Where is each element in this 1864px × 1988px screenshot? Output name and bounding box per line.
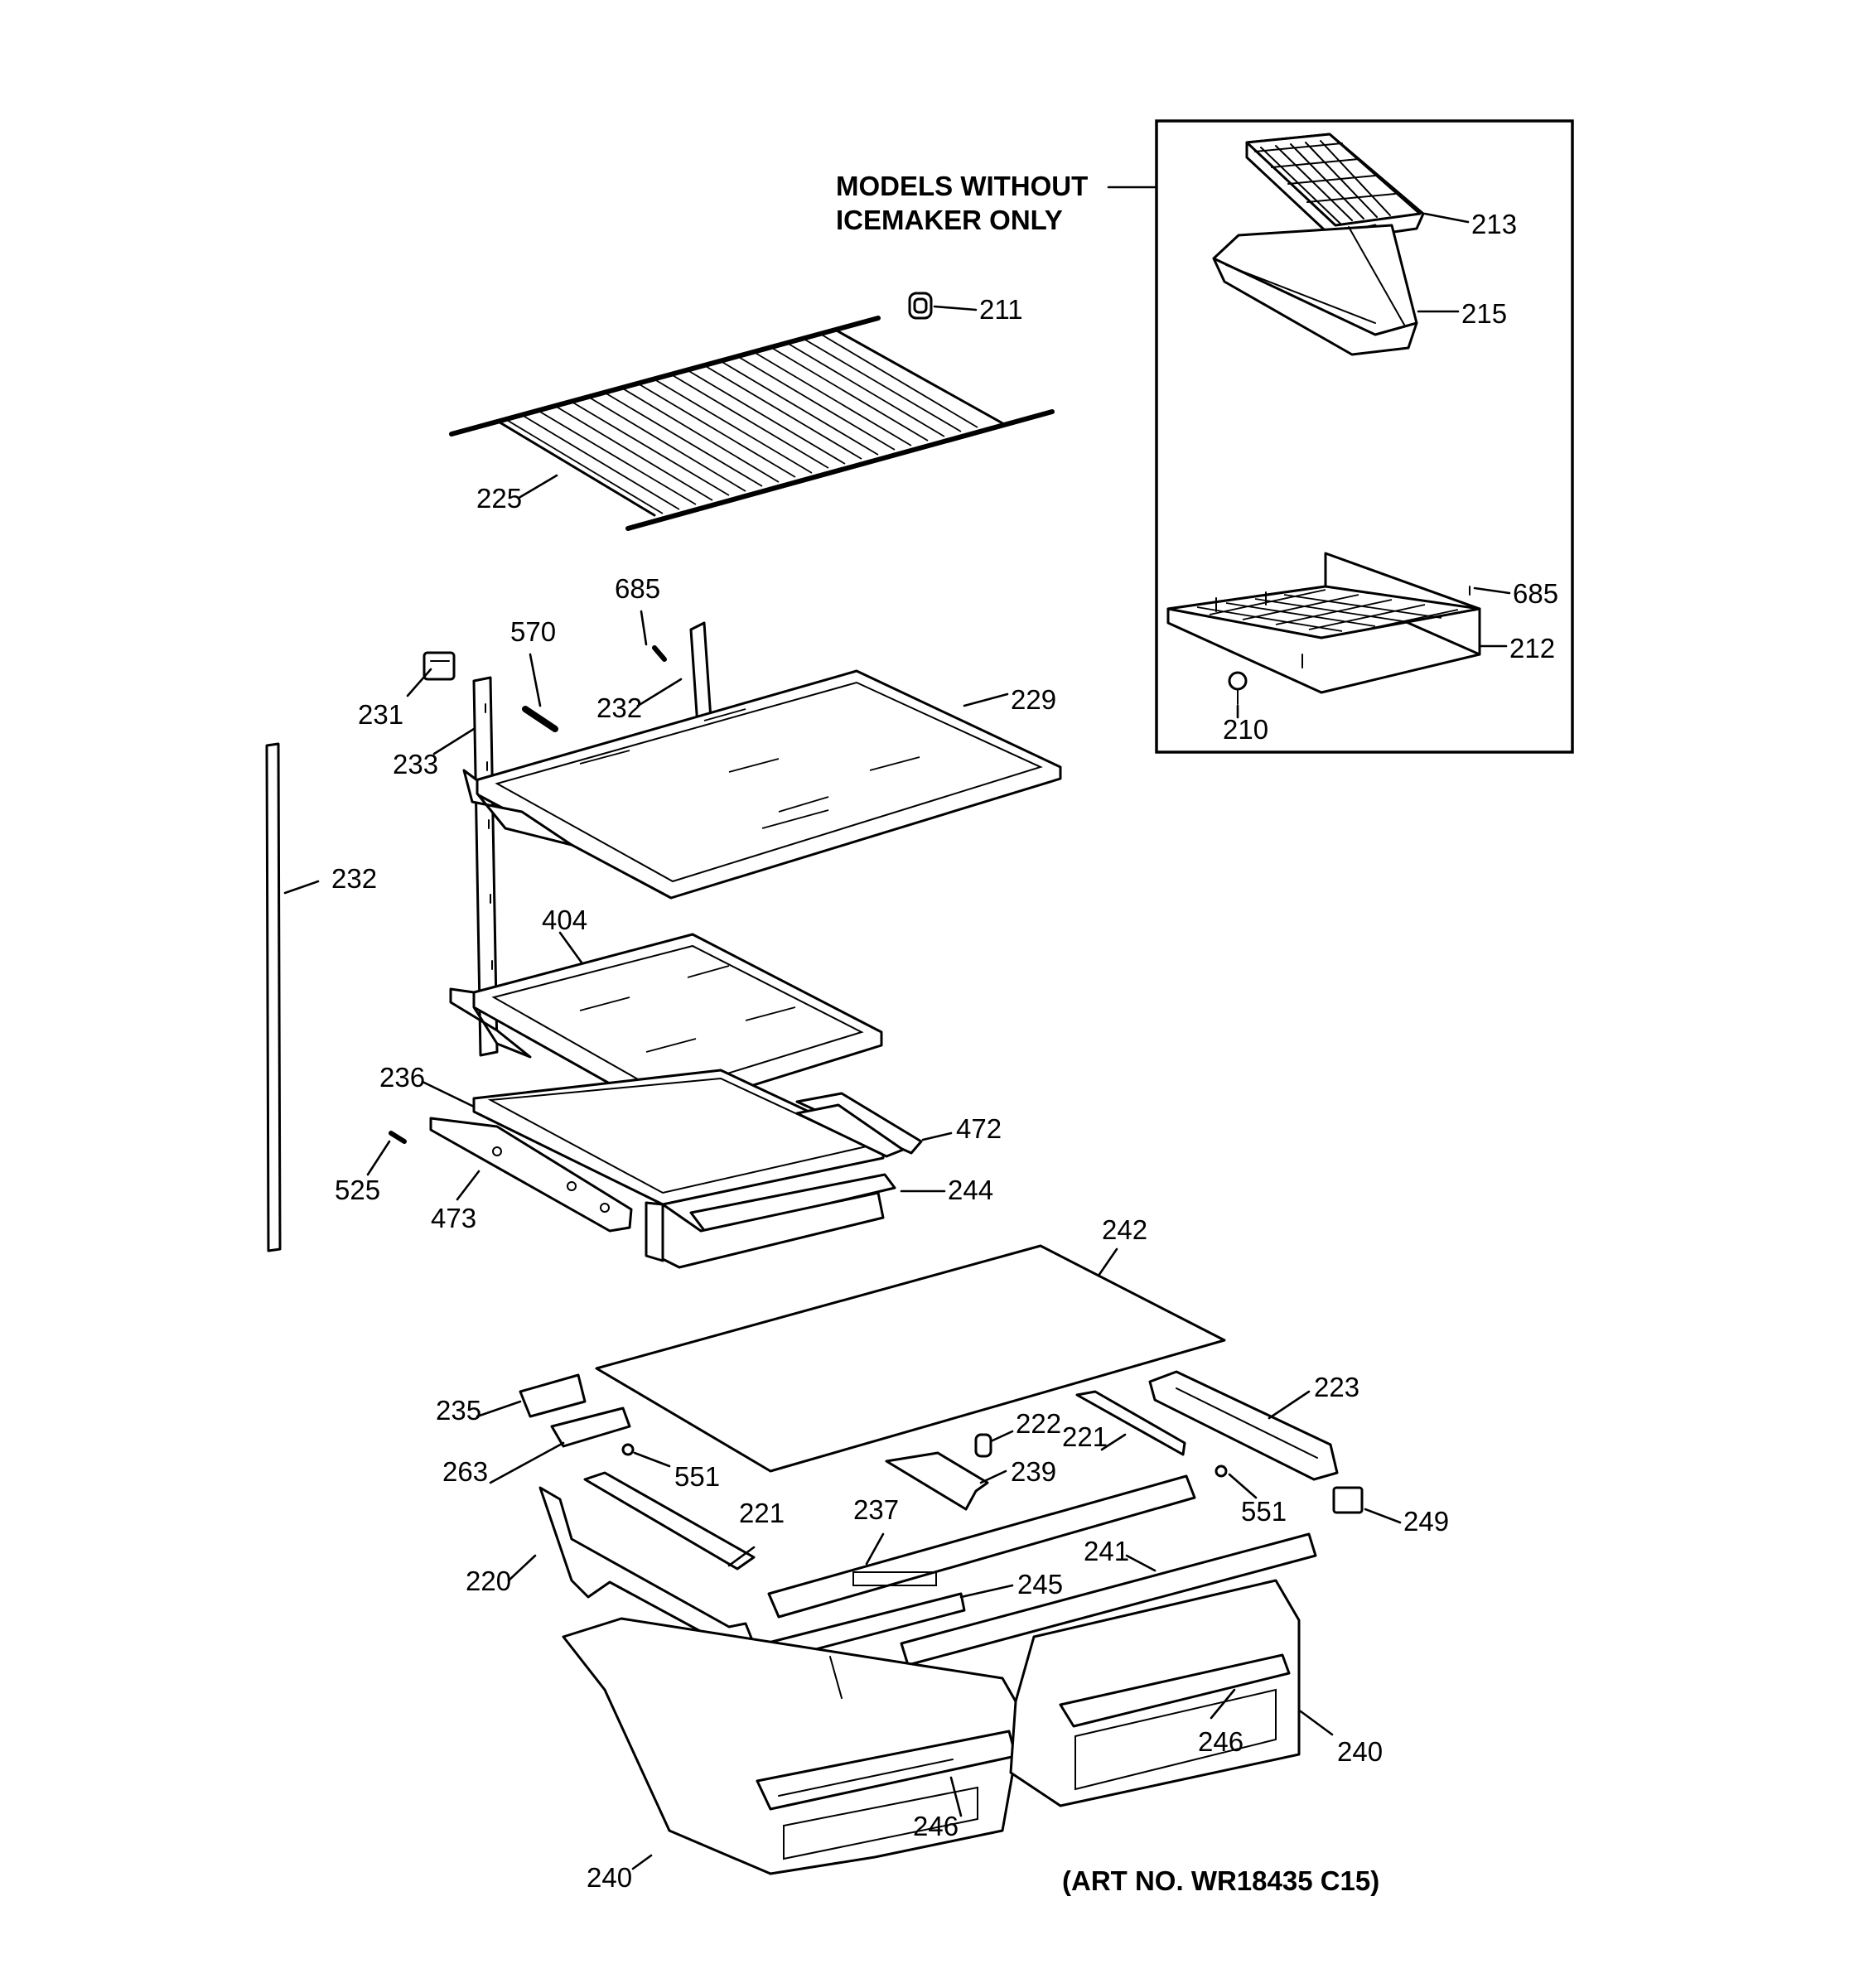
screw-551-right: [1214, 1464, 1228, 1478]
glass-cover-242: [595, 1244, 1226, 1473]
cover-237: [767, 1474, 1196, 1619]
clip-249: [1332, 1486, 1364, 1514]
callout-213: 213: [1471, 209, 1517, 239]
art-number: (ART NO. WR18435 C15): [1062, 1865, 1379, 1896]
callout-220: 220: [466, 1566, 511, 1596]
callout-551-left: 551: [674, 1461, 720, 1492]
callout-221-left: 221: [739, 1498, 785, 1528]
slide-rail-472: [795, 1092, 923, 1158]
screw-570: [522, 706, 558, 732]
rail-221-left: [583, 1471, 756, 1571]
glass-shelf-229: [462, 669, 1062, 900]
screw-525: [389, 1131, 407, 1144]
slide-rail-473: [429, 1117, 633, 1233]
callout-231: 231: [358, 699, 403, 730]
bracket-232-rear: [689, 621, 712, 727]
wire-shelf-225: [449, 316, 1055, 531]
callout-225: 225: [476, 483, 522, 514]
handle-246: [778, 1759, 954, 1797]
callout-212: 212: [1509, 633, 1555, 663]
cover-244: [661, 1173, 896, 1269]
callout-237: 237: [853, 1494, 899, 1525]
callout-235: 235: [436, 1395, 481, 1426]
clip-231: [423, 651, 456, 681]
rail-221-right: [1075, 1390, 1186, 1456]
callout-222: 222: [1016, 1408, 1061, 1439]
drawer-240-right: [1009, 1579, 1301, 1807]
callout-244: 244: [948, 1175, 993, 1205]
ice-tray-213: [1245, 133, 1425, 242]
callout-229: 229: [1011, 684, 1056, 715]
clip-239: [885, 1451, 989, 1511]
inset-title-line1: MODELS WITHOUT: [836, 171, 1088, 201]
callout-472: 472: [956, 1113, 1002, 1144]
callout-685-inset: 685: [1513, 578, 1558, 609]
shelf-rack-212: [1166, 552, 1481, 694]
callout-570: 570: [510, 616, 556, 647]
callout-263: 263: [442, 1456, 488, 1487]
rail-223: [1148, 1370, 1339, 1481]
callout-685: 685: [615, 573, 660, 604]
callout-232-rear: 232: [596, 692, 642, 723]
callout-labels: 211 225 685 570 231 232 229 233 232 404 …: [331, 209, 1558, 1893]
callout-211: 211: [979, 294, 1023, 325]
callout-245: 245: [1017, 1569, 1063, 1600]
leader-lines: [283, 212, 1511, 1870]
screw-685: [652, 645, 667, 662]
support-235: [519, 1373, 587, 1418]
callout-246-left: 246: [913, 1811, 959, 1841]
callout-233: 233: [393, 749, 438, 779]
inset-frame: [1155, 119, 1574, 754]
support-263: [550, 1407, 631, 1448]
inset-title-line2: ICEMAKER ONLY: [836, 205, 1063, 235]
callout-232-left: 232: [331, 863, 377, 894]
callout-551-right: 551: [1241, 1496, 1287, 1527]
support-233: [472, 676, 499, 1057]
callout-240-right: 240: [1337, 1736, 1383, 1767]
glass-shelf-404: [449, 933, 883, 1115]
callout-236: 236: [379, 1062, 425, 1093]
callout-241: 241: [1084, 1536, 1129, 1566]
ice-bin-215: [1212, 224, 1418, 356]
callout-239: 239: [1011, 1456, 1056, 1487]
callout-242: 242: [1102, 1214, 1147, 1245]
callout-473: 473: [431, 1203, 476, 1233]
callout-249: 249: [1403, 1506, 1449, 1537]
cam-222: [974, 1433, 992, 1458]
screw-210: [1228, 671, 1248, 705]
callout-221-right: 221: [1062, 1421, 1108, 1452]
callout-246-right: 246: [1198, 1726, 1243, 1757]
screw-551-left: [621, 1443, 635, 1456]
callout-240-left: 240: [587, 1862, 632, 1893]
bushing-211: [908, 292, 933, 320]
callout-223: 223: [1314, 1372, 1359, 1402]
callout-404: 404: [542, 905, 587, 935]
rail-241: [900, 1532, 1317, 1667]
callout-215: 215: [1461, 298, 1507, 329]
icemaker-inset: [1107, 119, 1574, 754]
rail-232-left: [265, 742, 282, 1252]
callout-525: 525: [335, 1175, 380, 1205]
callout-210: 210: [1223, 714, 1268, 745]
